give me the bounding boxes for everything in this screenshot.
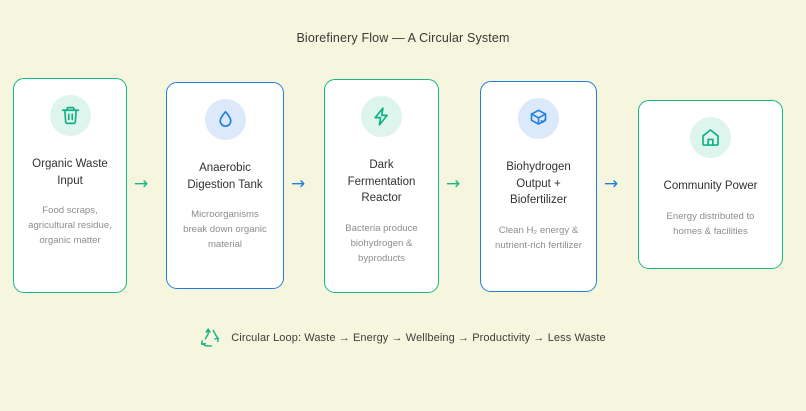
flow-step-title-5: Community Power: [663, 180, 758, 192]
home-icon: [690, 117, 731, 158]
flow-connector-arrow-3: →: [446, 174, 461, 194]
flow-step-card-4[interactable]: Biohydrogen Output + Biofertilizer Clean…: [480, 81, 597, 292]
page-title: Biorefinery Flow — A Circular System: [296, 31, 510, 45]
flow-step-description-2: Microorganisms break down organic materi…: [183, 209, 267, 250]
flow-connector-arrow-4: →: [604, 174, 619, 194]
flow-step-card-1[interactable]: Organic Waste Input Food scraps, agricul…: [13, 78, 127, 293]
flow-step-title-1: Organic Waste Input: [32, 158, 108, 187]
flow-step-card-3[interactable]: Dark Fermentation Reactor Bacteria produ…: [324, 79, 439, 293]
package-check-icon: [518, 98, 559, 139]
footer-text: Circular Loop: Waste → Energy → Wellbein…: [231, 332, 606, 344]
droplet-icon: [204, 99, 246, 140]
flow-step-description-4: Clean H₂ energy & nutrient-rich fertiliz…: [495, 224, 582, 251]
flow-step-card-2[interactable]: Anaerobic Digestion Tank Microorganisms …: [166, 82, 284, 289]
flow-connector-arrow-2: →: [291, 174, 306, 194]
flow-step-title-4: Biohydrogen Output + Biofertilizer: [506, 161, 571, 206]
flow-diagram: Organic Waste Input Food scraps, agricul…: [0, 70, 806, 300]
flow-connector-arrow-1: →: [134, 174, 149, 194]
lightning-bolt-icon: [361, 96, 402, 137]
flow-step-description-5: Energy distributed to homes & facilities: [666, 210, 755, 237]
trash-icon: [49, 95, 91, 136]
footer-circular-loop: Circular Loop: Waste → Energy → Wellbein…: [0, 328, 806, 348]
flow-step-description-1: Food scraps, agricultural residue, organ…: [28, 205, 112, 246]
flow-step-title-2: Anaerobic Digestion Tank: [187, 162, 263, 191]
flow-step-title-3: Dark Fermentation Reactor: [347, 159, 416, 204]
flow-step-description-3: Bacteria produce biohydrogen & byproduct…: [345, 222, 418, 264]
flow-step-card-5[interactable]: Community Power Energy distributed to ho…: [638, 100, 783, 269]
recycle-icon: [200, 328, 220, 348]
